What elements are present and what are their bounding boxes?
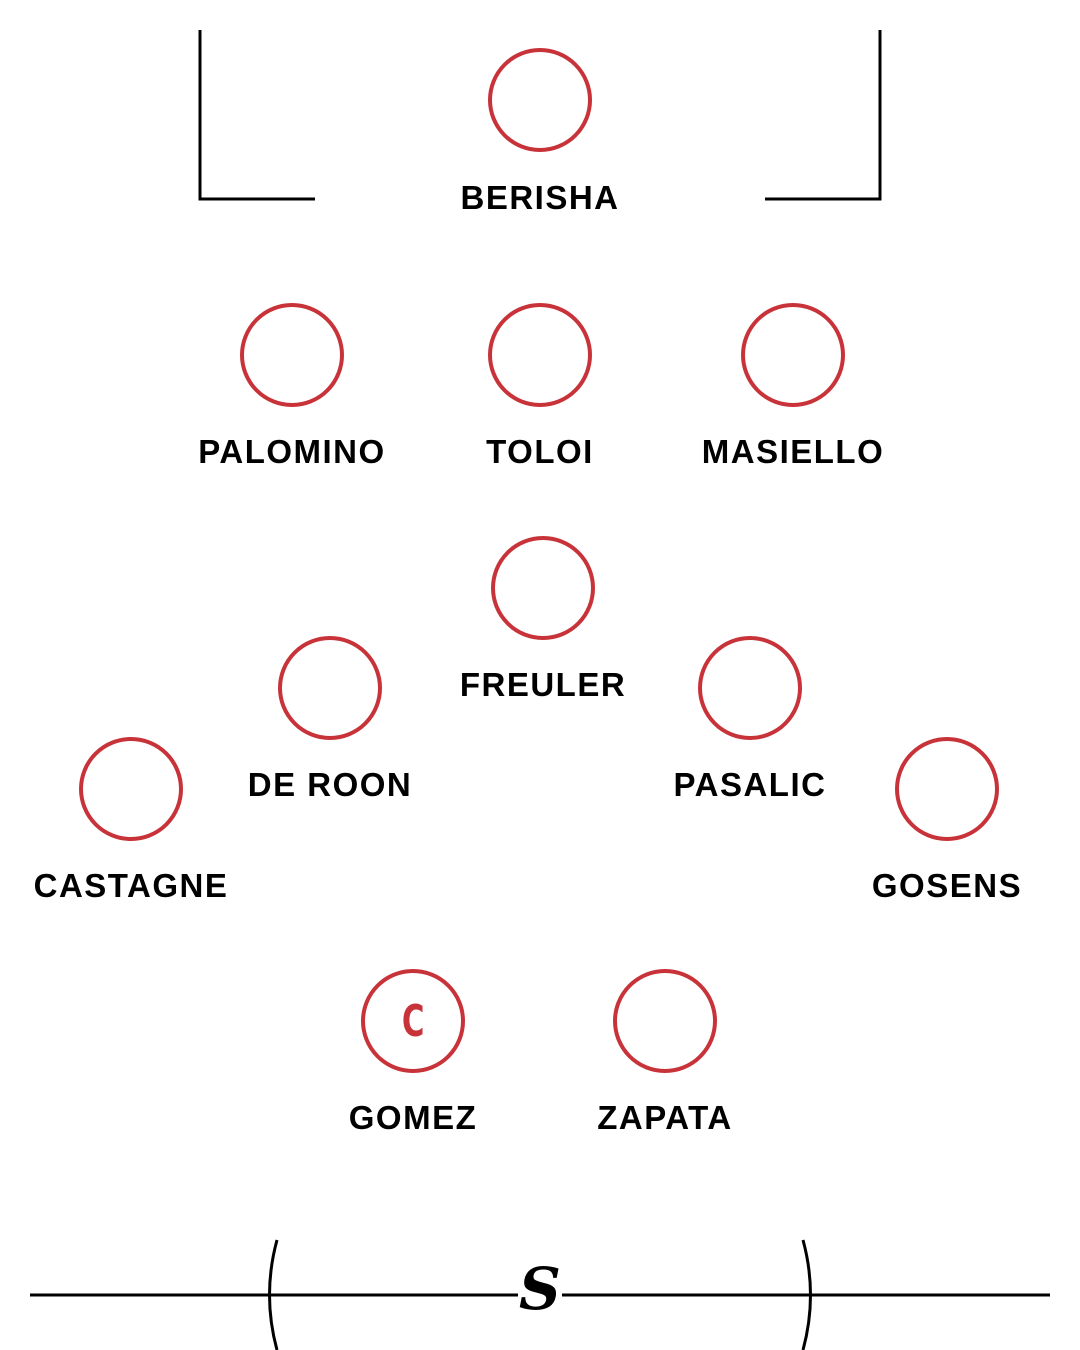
player-name: FREULER: [459, 666, 627, 703]
captain-badge: C: [401, 995, 425, 1047]
player-circle: [79, 737, 183, 841]
player-name: PALOMINO: [198, 433, 386, 470]
player-circle: [491, 536, 595, 640]
player-circle: [278, 636, 382, 740]
player-circle: [240, 303, 344, 407]
player-name: GOSENS: [871, 867, 1023, 904]
player-name: TOLOI: [486, 433, 594, 470]
player-name: PASALIC: [673, 766, 827, 803]
player-name: DE ROON: [247, 766, 413, 803]
player-circle: [488, 303, 592, 407]
center-circle-right-arc: [801, 1239, 812, 1350]
penalty-box-right: [765, 30, 882, 201]
player-name: CASTAGNE: [33, 867, 229, 904]
center-circle-left-arc: [268, 1239, 279, 1350]
player-name: MASIELLO: [701, 433, 885, 470]
player-name: BERISHA: [460, 179, 620, 216]
player-circle: [698, 636, 802, 740]
player-name: GOMEZ: [348, 1099, 478, 1136]
brand-logo: S: [518, 1255, 562, 1323]
player-name: ZAPATA: [597, 1099, 733, 1136]
player-circle: [488, 48, 592, 152]
player-circle: [613, 969, 717, 1073]
penalty-box-left: [198, 30, 315, 201]
player-circle: [895, 737, 999, 841]
player-circle: [741, 303, 845, 407]
player-circle: C: [361, 969, 465, 1073]
